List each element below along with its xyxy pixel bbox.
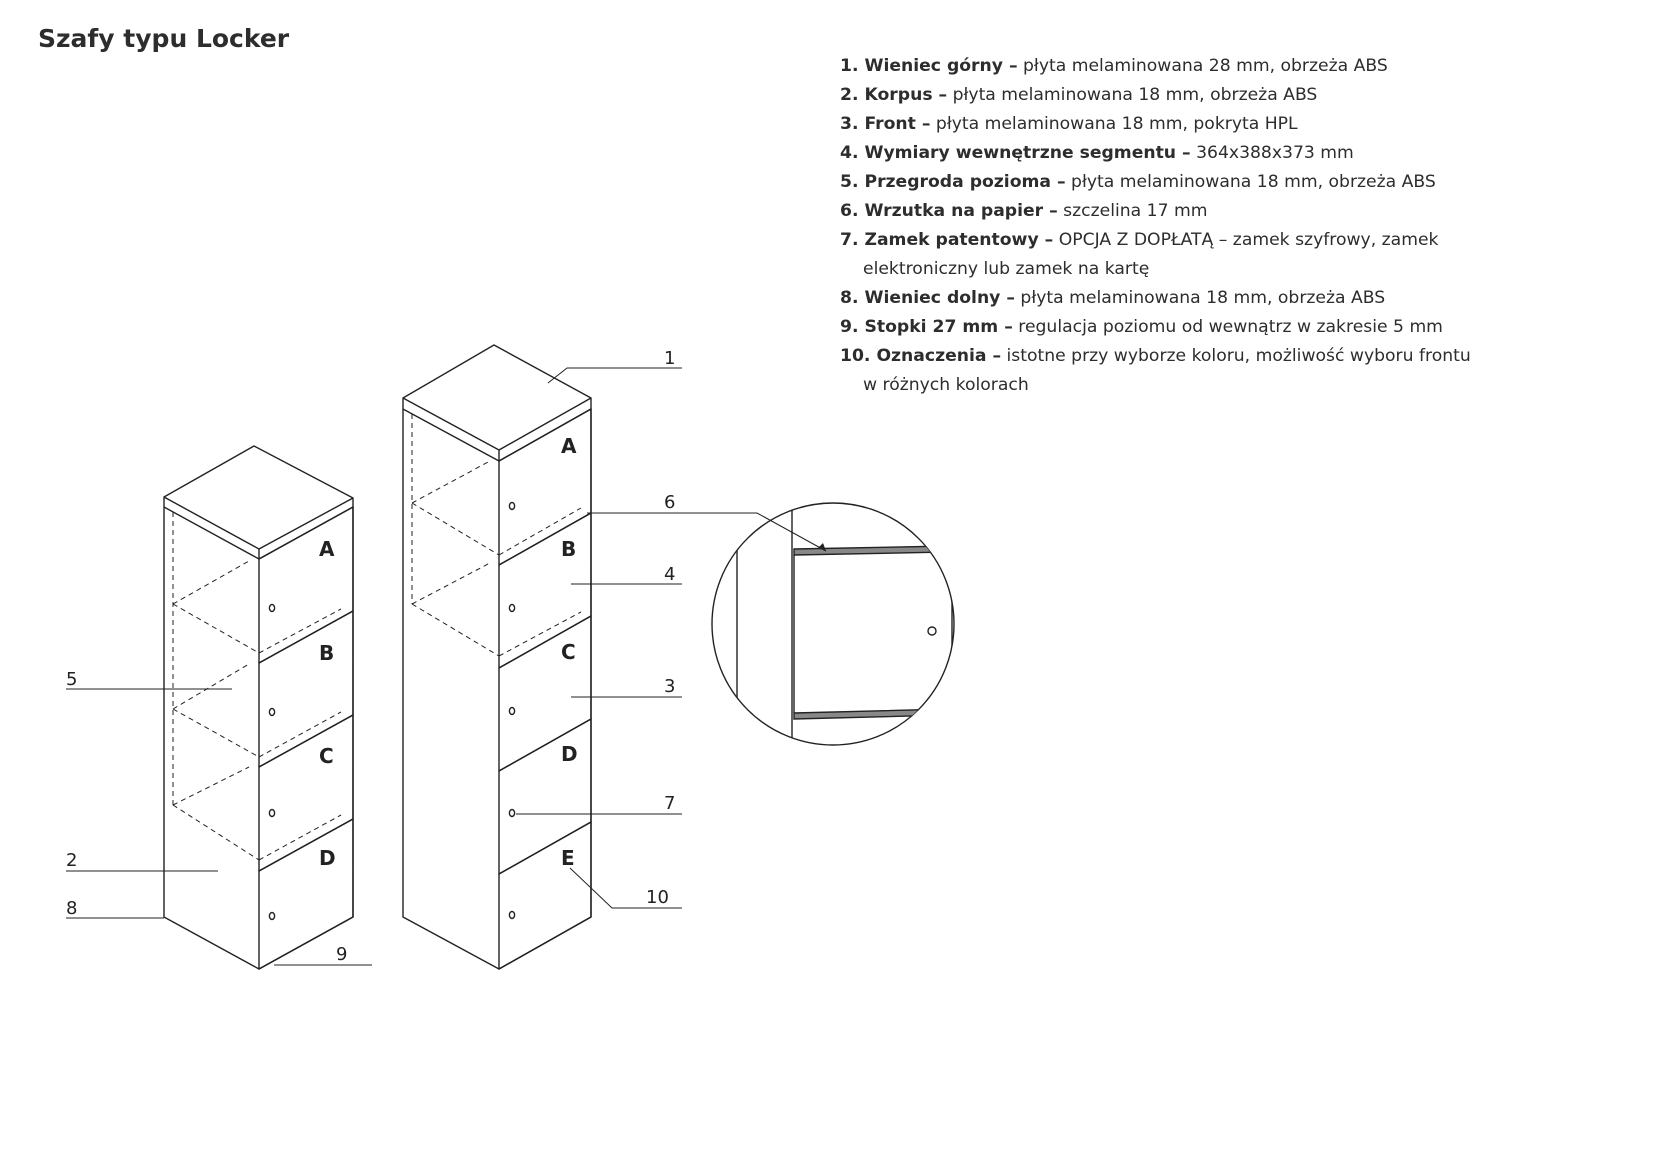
spec-item-7: 7. Zamek patentowy – OPCJA Z DOPŁATĄ – z… bbox=[840, 226, 1530, 255]
spec-number: 9. bbox=[840, 317, 865, 337]
callout-number-10: 10 bbox=[646, 887, 669, 908]
spec-name: Zamek patentowy – bbox=[864, 230, 1054, 250]
callout-number-5: 5 bbox=[66, 669, 77, 690]
callout-number-7: 7 bbox=[664, 793, 675, 814]
lock-icon bbox=[268, 603, 276, 613]
callout-leaders bbox=[66, 367, 827, 966]
locker-tall-hidden-edges bbox=[411, 414, 582, 657]
spec-description: płyta melaminowana 28 mm, obrzeża ABS bbox=[1017, 56, 1388, 76]
spec-item-9: 9. Stopki 27 mm – regulacja poziomu od w… bbox=[840, 313, 1530, 342]
lock-icon bbox=[508, 603, 516, 613]
spec-number: 2. bbox=[840, 85, 865, 105]
detail-circle bbox=[711, 502, 955, 746]
door-letter: A bbox=[319, 537, 335, 561]
door-letter: C bbox=[319, 744, 334, 768]
spec-description: płyta melaminowana 18 mm, obrzeża ABS bbox=[1014, 288, 1386, 308]
spec-item-8: 8. Wieniec dolny – płyta melaminowana 18… bbox=[840, 284, 1530, 313]
locker-tall-door-b bbox=[498, 512, 592, 669]
lock-icon bbox=[268, 808, 276, 818]
locker-small-letters: A B C D bbox=[319, 537, 336, 870]
spec-name: Przegroda pozioma – bbox=[864, 172, 1066, 192]
spec-number: 8. bbox=[840, 288, 865, 308]
lock-icon bbox=[508, 501, 516, 511]
spec-name: Korpus – bbox=[864, 85, 948, 105]
spec-name: Oznaczenia – bbox=[876, 346, 1002, 366]
spec-item-1: 1. Wieniec górny – płyta melaminowana 28… bbox=[840, 52, 1530, 81]
callout-number-8: 8 bbox=[66, 898, 77, 919]
locker-small-hidden-edges bbox=[172, 512, 342, 861]
lock-icon bbox=[268, 707, 276, 717]
callout-number-2: 2 bbox=[66, 850, 77, 871]
locker-small-door-d bbox=[258, 818, 354, 970]
spec-item-3: 3. Front – płyta melaminowana 18 mm, pok… bbox=[840, 110, 1530, 139]
spec-list: 1. Wieniec górny – płyta melaminowana 28… bbox=[840, 52, 1530, 400]
spec-description: płyta melaminowana 18 mm, obrzeża ABS bbox=[1065, 172, 1436, 192]
lock-icon bbox=[508, 706, 516, 716]
door-letter: A bbox=[561, 434, 577, 458]
locker-tall bbox=[402, 344, 592, 970]
locker-drawing: A B C D A B C D E bbox=[66, 344, 976, 970]
spec-number: 6. bbox=[840, 201, 865, 221]
spec-name: Stopki 27 mm – bbox=[864, 317, 1013, 337]
locker-small-door-c bbox=[258, 714, 354, 872]
spec-name: Wymiary wewnętrzne segmentu – bbox=[864, 143, 1191, 163]
spec-description: płyta melaminowana 18 mm, pokryta HPL bbox=[930, 114, 1298, 134]
spec-description: płyta melaminowana 18 mm, obrzeża ABS bbox=[947, 85, 1318, 105]
spec-number: 7. bbox=[840, 230, 865, 250]
door-letter: B bbox=[561, 537, 576, 561]
spec-item-5: 5. Przegroda pozioma – płyta melaminowan… bbox=[840, 168, 1530, 197]
door-letter: C bbox=[561, 640, 576, 664]
lock-icon bbox=[268, 911, 276, 921]
locker-small-door-b bbox=[258, 610, 354, 768]
spec-number: 3. bbox=[840, 114, 865, 134]
callout-number-4: 4 bbox=[664, 564, 675, 585]
spec-name: Wrzutka na papier – bbox=[864, 201, 1058, 221]
spec-name: Front – bbox=[864, 114, 931, 134]
spec-description: szczelina 17 mm bbox=[1057, 201, 1208, 221]
spec-item-10: 10. Oznaczenia – istotne przy wyborze ko… bbox=[840, 342, 1530, 371]
leader-line-10 bbox=[569, 867, 682, 909]
spec-description: OPCJA Z DOPŁATĄ – zamek szyfrowy, zamek bbox=[1053, 230, 1439, 250]
arrow-icon bbox=[818, 543, 826, 551]
door-letter: E bbox=[561, 846, 575, 870]
spec-item-6: 6. Wrzutka na papier – szczelina 17 mm bbox=[840, 197, 1530, 226]
callout-number-6: 6 bbox=[664, 492, 675, 513]
spec-number: 10. bbox=[840, 346, 877, 366]
detail-view bbox=[711, 502, 976, 746]
leader-line-6 bbox=[587, 512, 827, 552]
spec-number: 4. bbox=[840, 143, 865, 163]
leader-line-1 bbox=[547, 367, 682, 384]
lock-icon bbox=[508, 910, 516, 920]
spec-description: regulacja poziomu od wewnątrz w zakresie… bbox=[1012, 317, 1443, 337]
spec-name: Wieniec górny – bbox=[864, 56, 1018, 76]
door-letter: D bbox=[561, 742, 578, 766]
door-letter: B bbox=[319, 641, 334, 665]
spec-item-7-continuation: elektroniczny lub zamek na kartę bbox=[863, 259, 1150, 279]
lock-icon bbox=[968, 625, 976, 633]
door-letter: D bbox=[319, 846, 336, 870]
page-title: Szafy typu Locker bbox=[38, 24, 290, 53]
callout-number-1: 1 bbox=[664, 348, 675, 369]
spec-item-4: 4. Wymiary wewnętrzne segmentu – 364x388… bbox=[840, 139, 1530, 168]
spec-item-10-continuation: w różnych kolorach bbox=[863, 375, 1029, 395]
callout-number-9: 9 bbox=[336, 944, 347, 965]
spec-number: 5. bbox=[840, 172, 865, 192]
spec-description: istotne przy wyborze koloru, możliwość w… bbox=[1001, 346, 1471, 366]
locker-tall-letters: A B C D E bbox=[561, 434, 578, 870]
locker-small bbox=[163, 445, 354, 970]
locker-tall-door-e bbox=[498, 821, 592, 970]
spec-number: 1. bbox=[840, 56, 865, 76]
callout-numbers: 1 2 3 4 5 6 7 8 9 10 bbox=[66, 348, 675, 965]
spec-name: Wieniec dolny – bbox=[864, 288, 1015, 308]
lock-icon bbox=[927, 626, 937, 636]
spec-item-2: 2. Korpus – płyta melaminowana 18 mm, ob… bbox=[840, 81, 1530, 110]
callout-number-3: 3 bbox=[664, 676, 675, 697]
lock-icon bbox=[508, 808, 516, 818]
spec-description: 364x388x373 mm bbox=[1190, 143, 1354, 163]
